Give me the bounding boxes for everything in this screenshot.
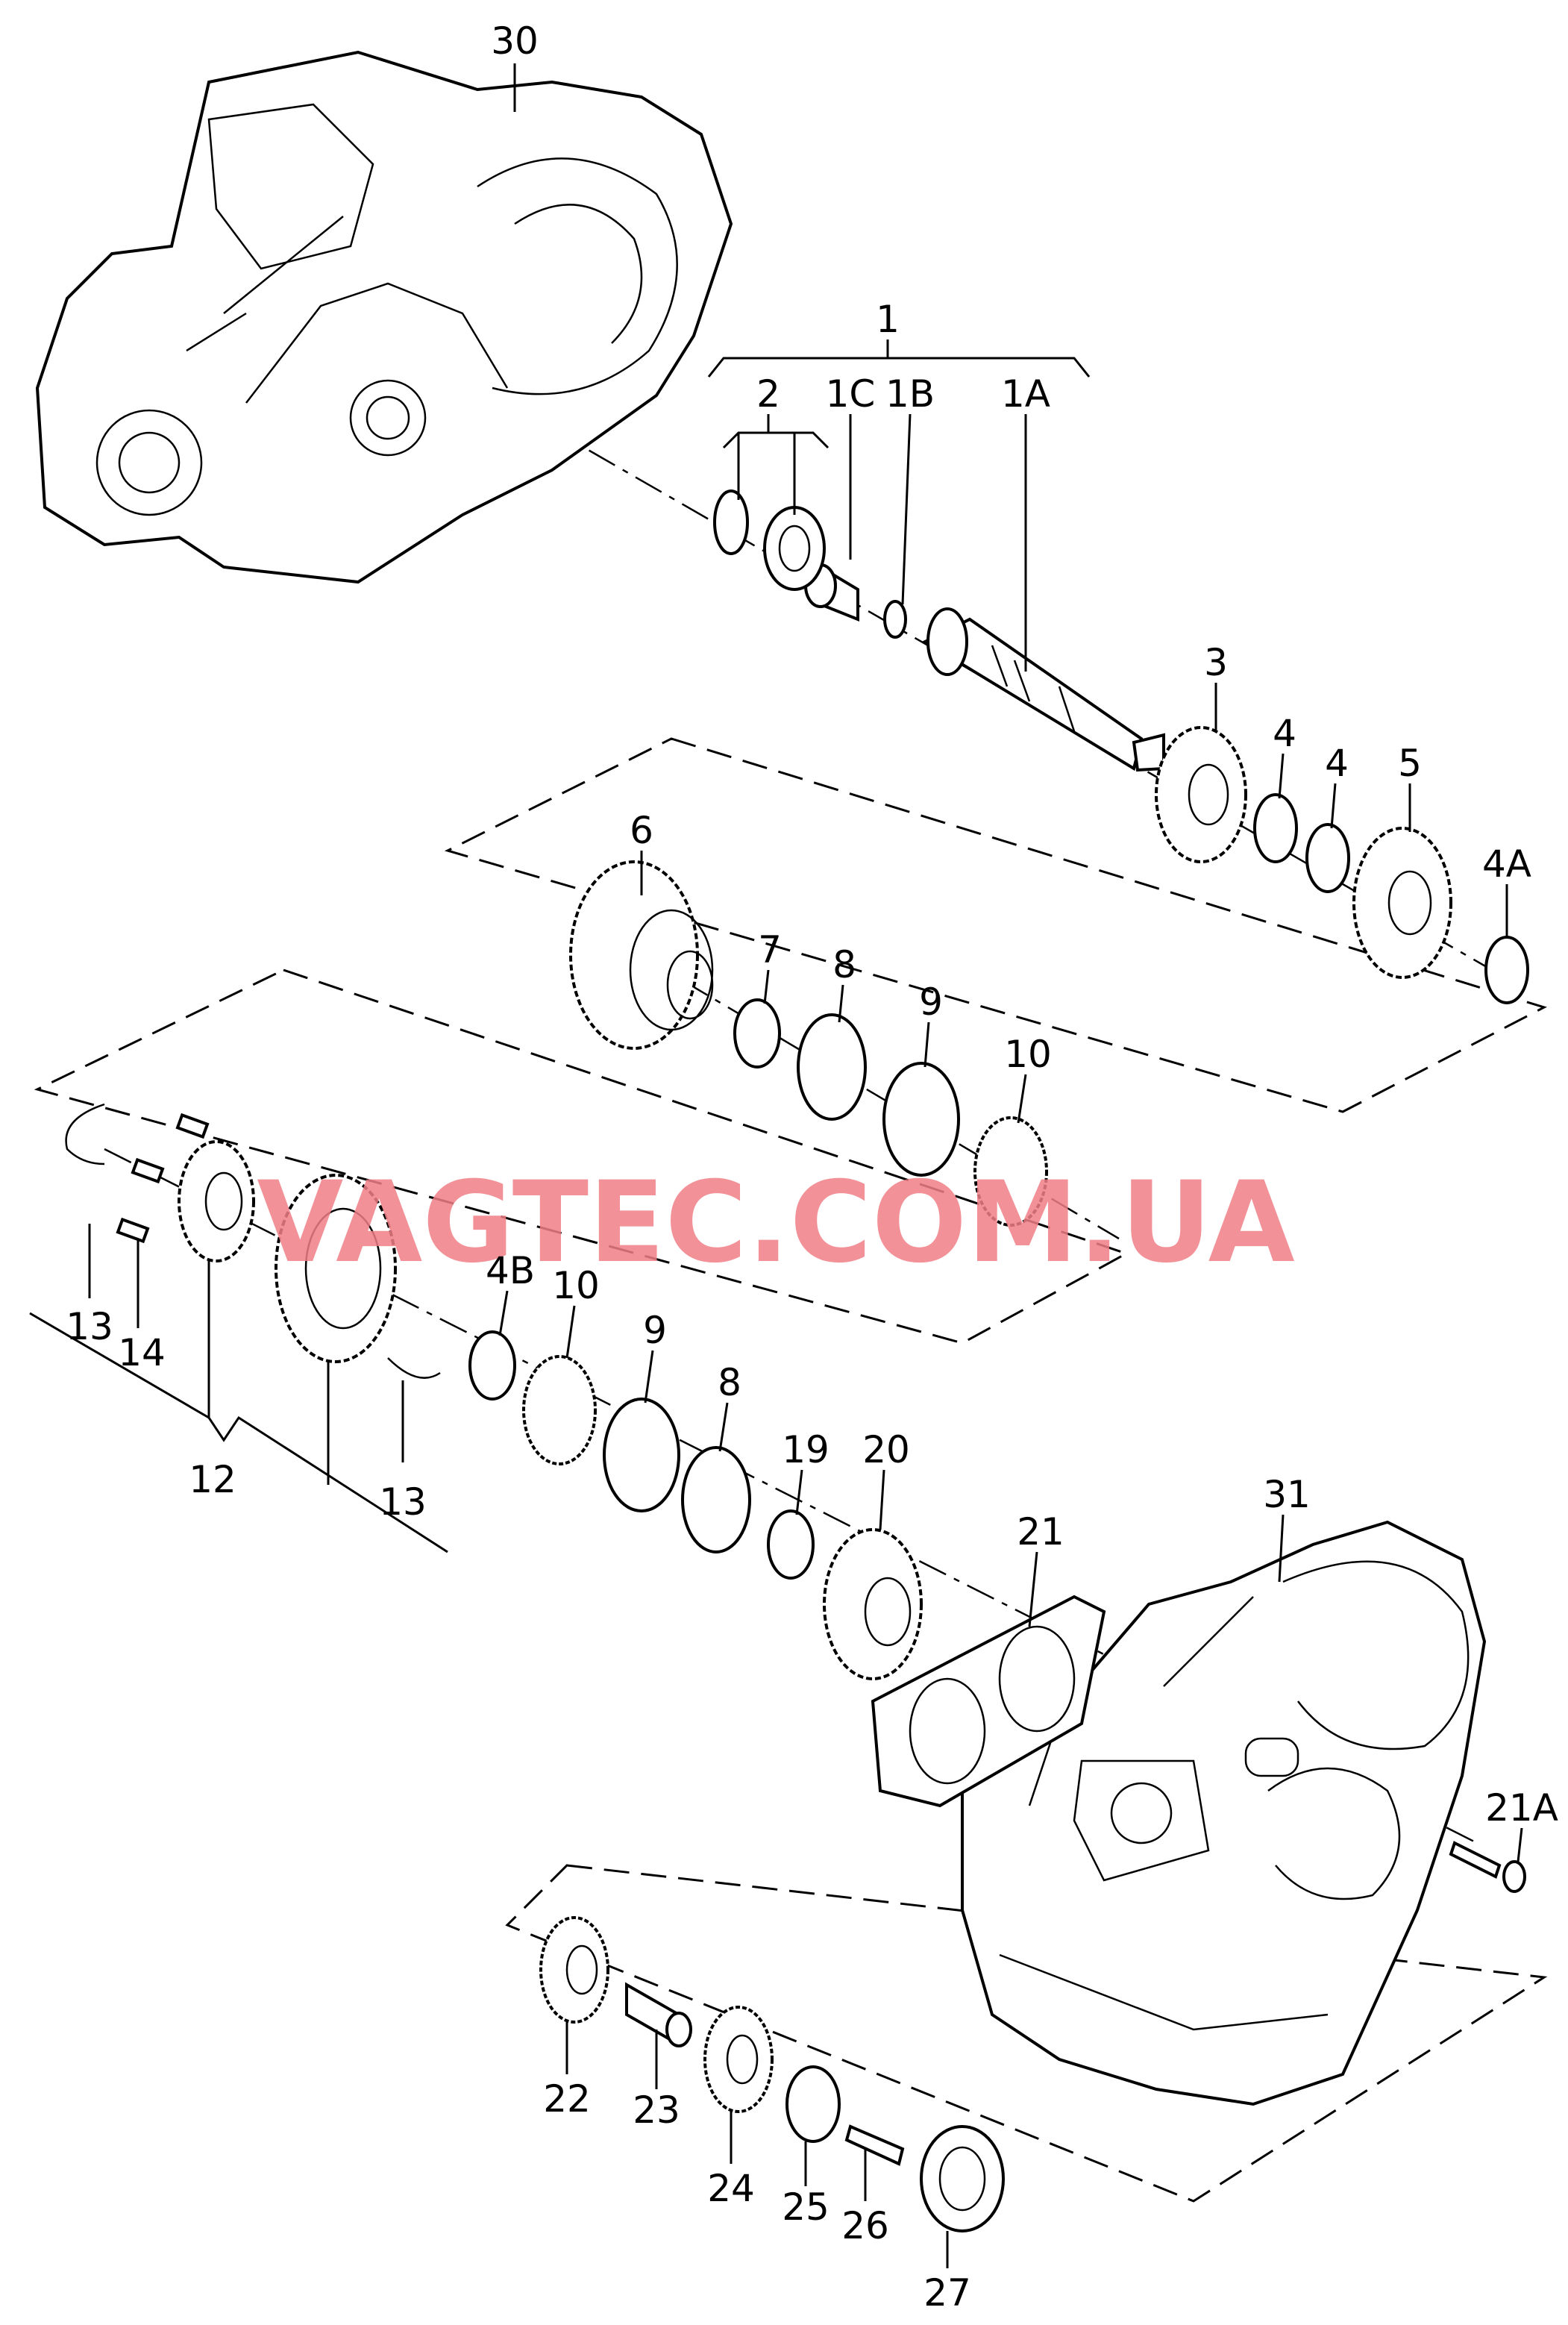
- gear-6: [569, 860, 714, 1050]
- callout-9-lower: 9: [643, 1309, 667, 1352]
- callout-21A: 21A: [1485, 1786, 1558, 1830]
- synchro-hub-12: [178, 1140, 255, 1262]
- callout-10-upper: 10: [1004, 1033, 1052, 1076]
- bolt-26: [844, 2124, 905, 2166]
- leader-19: [795, 1469, 803, 1515]
- leader-4B: [498, 1290, 509, 1336]
- synchro-ring-9-lower: [603, 1398, 680, 1512]
- gear-5: [1352, 827, 1452, 979]
- callout-8-upper: 8: [832, 943, 856, 986]
- callout-30: 30: [491, 19, 539, 63]
- synchro-ring-9-upper: [882, 1062, 960, 1177]
- bolt-21a: [1449, 1841, 1526, 1893]
- callout-12: 12: [189, 1458, 236, 1501]
- circlip-4-left: [1253, 793, 1298, 863]
- locking-piece-14-b: [131, 1157, 165, 1184]
- synchro-ring-8-upper: [797, 1013, 867, 1121]
- synchro-ring-8-lower: [681, 1446, 751, 1553]
- circlip-4-right: [1305, 823, 1350, 893]
- bracket-12: [29, 1312, 448, 1553]
- bushing-23: [625, 1982, 692, 2047]
- callout-4A: 4A: [1482, 842, 1531, 886]
- callout-27: 27: [923, 2271, 971, 2315]
- leader-10-upper: [1017, 1074, 1027, 1124]
- leader-4-right: [1330, 783, 1337, 829]
- callout-1a: 1A: [1001, 372, 1050, 416]
- callout-5: 5: [1398, 742, 1422, 785]
- callout-13-upper: 13: [66, 1305, 113, 1348]
- gearbox-housing-30: [35, 50, 733, 584]
- locking-piece-14-a: [175, 1113, 210, 1139]
- callout-10-lower: 10: [552, 1264, 600, 1307]
- circlip-1b: [883, 600, 907, 639]
- leader-10-lower: [565, 1305, 576, 1359]
- gear-22: [539, 1916, 609, 2024]
- callout-23: 23: [633, 2088, 680, 2132]
- callout-2: 2: [756, 372, 780, 416]
- leader-21: [1028, 1551, 1038, 1627]
- spring-13-lower: [387, 1357, 441, 1379]
- bracket-1: [707, 357, 1091, 378]
- callout-1: 1: [876, 298, 900, 341]
- leader-21A: [1517, 1827, 1523, 1862]
- bracket-2: [722, 431, 830, 449]
- gear-20: [823, 1528, 923, 1680]
- input-shaft-1a: [921, 607, 1165, 772]
- needle-bearing-7: [733, 998, 781, 1068]
- bearing-plate-21: [871, 1595, 1106, 1808]
- bearing-25: [785, 2065, 841, 2143]
- leader-31: [1278, 1514, 1285, 1583]
- callout-1b: 1B: [885, 372, 935, 416]
- callout-31: 31: [1263, 1473, 1311, 1516]
- callout-3: 3: [1204, 641, 1228, 684]
- sliding-sleeve-12: [275, 1174, 397, 1363]
- bearing-27: [920, 2125, 1005, 2232]
- leader-8-lower: [718, 1402, 729, 1452]
- callout-7: 7: [758, 928, 782, 971]
- callout-4B: 4B: [486, 1249, 535, 1292]
- leader-8-upper: [838, 984, 844, 1023]
- callout-21: 21: [1017, 1510, 1064, 1553]
- leader-4-left: [1278, 753, 1285, 799]
- locking-piece-14-c: [116, 1217, 150, 1244]
- callout-14: 14: [118, 1331, 166, 1374]
- callout-26: 26: [841, 2204, 889, 2247]
- leader-9-upper: [923, 1021, 930, 1068]
- callout-8-lower: 8: [718, 1361, 741, 1404]
- leader-20: [879, 1469, 885, 1530]
- callout-9-upper: 9: [919, 980, 943, 1024]
- callout-25: 25: [782, 2185, 830, 2229]
- circlip-4b: [468, 1330, 516, 1401]
- leader-1b: [901, 413, 912, 605]
- gear-3: [1155, 726, 1247, 863]
- synchro-ring-10-lower: [522, 1355, 597, 1465]
- synchro-ring-10-upper: [973, 1116, 1048, 1227]
- gear-24: [703, 2006, 774, 2113]
- callout-1c: 1C: [826, 372, 876, 416]
- group-frame-gears-middle: [34, 969, 1129, 1345]
- leader-7: [763, 969, 770, 1004]
- callout-4-right: 4: [1325, 742, 1349, 785]
- gearbox-housing-31: [961, 1520, 1487, 2106]
- group-frame-gears-upper: [444, 737, 1547, 1113]
- callout-24: 24: [707, 2167, 755, 2210]
- watermark-text: VAGTEC.COM.UA: [257, 1158, 1294, 1288]
- callout-6: 6: [630, 809, 653, 852]
- leader-9-lower: [644, 1350, 654, 1404]
- needle-bearing-2: [713, 489, 826, 591]
- needle-bearing-19: [767, 1509, 815, 1580]
- callout-13-lower: 13: [379, 1480, 427, 1524]
- callout-4-left: 4: [1273, 712, 1296, 755]
- circlip-4a: [1484, 936, 1529, 1004]
- callout-20: 20: [862, 1428, 910, 1471]
- spring-13-upper: [65, 1103, 105, 1165]
- callout-19: 19: [782, 1428, 830, 1471]
- callout-22: 22: [543, 2077, 591, 2121]
